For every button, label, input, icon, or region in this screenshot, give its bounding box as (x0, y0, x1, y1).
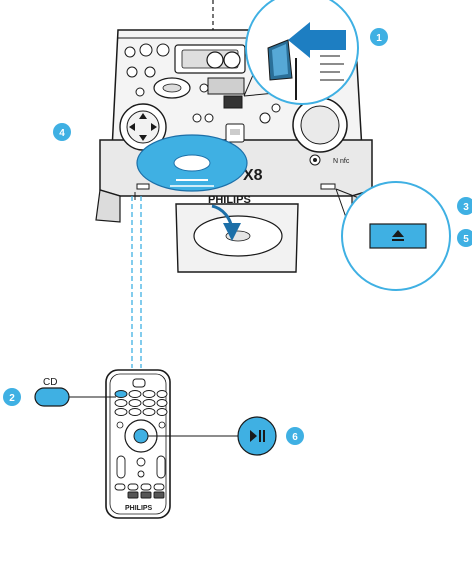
svg-text:2: 2 (9, 393, 15, 404)
play-pause-callout (148, 416, 277, 456)
step-badge-2: 2 (3, 388, 21, 406)
arrow-left-icon (288, 22, 346, 58)
step-badge-5: 5 (457, 229, 472, 247)
step-badge-3: 3 (457, 197, 472, 215)
step-badge-1: 1 (370, 28, 388, 46)
cd-button-zoomed (34, 387, 70, 407)
brand-label: PHILIPS (208, 194, 251, 206)
disc-tray (175, 203, 299, 273)
cd-label: CD (43, 377, 57, 388)
play-pause-icon (250, 430, 265, 442)
model-glyph: X8 (243, 167, 263, 184)
svg-text:1: 1 (376, 33, 382, 44)
remote-brand-label: PHILIPS (125, 505, 153, 512)
step-badge-6: 6 (286, 427, 304, 445)
remote-control: PHILIPS (105, 369, 171, 519)
eject-icon (392, 230, 404, 241)
zoom-slider-callout (245, 0, 359, 105)
svg-text:5: 5 (463, 234, 469, 245)
svg-text:4: 4 (59, 128, 65, 139)
cd-button-callout: CD (34, 377, 116, 407)
svg-text:3: 3 (463, 202, 469, 213)
slider-track (207, 77, 245, 95)
svg-text:6: 6 (292, 432, 298, 443)
nfc-label: N nfc (333, 158, 350, 165)
step-badge-4: 4 (53, 123, 71, 141)
remote-play-button (133, 428, 149, 444)
eject-button-device (320, 183, 336, 190)
cd-disc (136, 134, 248, 192)
zoom-eject-callout (341, 181, 451, 291)
